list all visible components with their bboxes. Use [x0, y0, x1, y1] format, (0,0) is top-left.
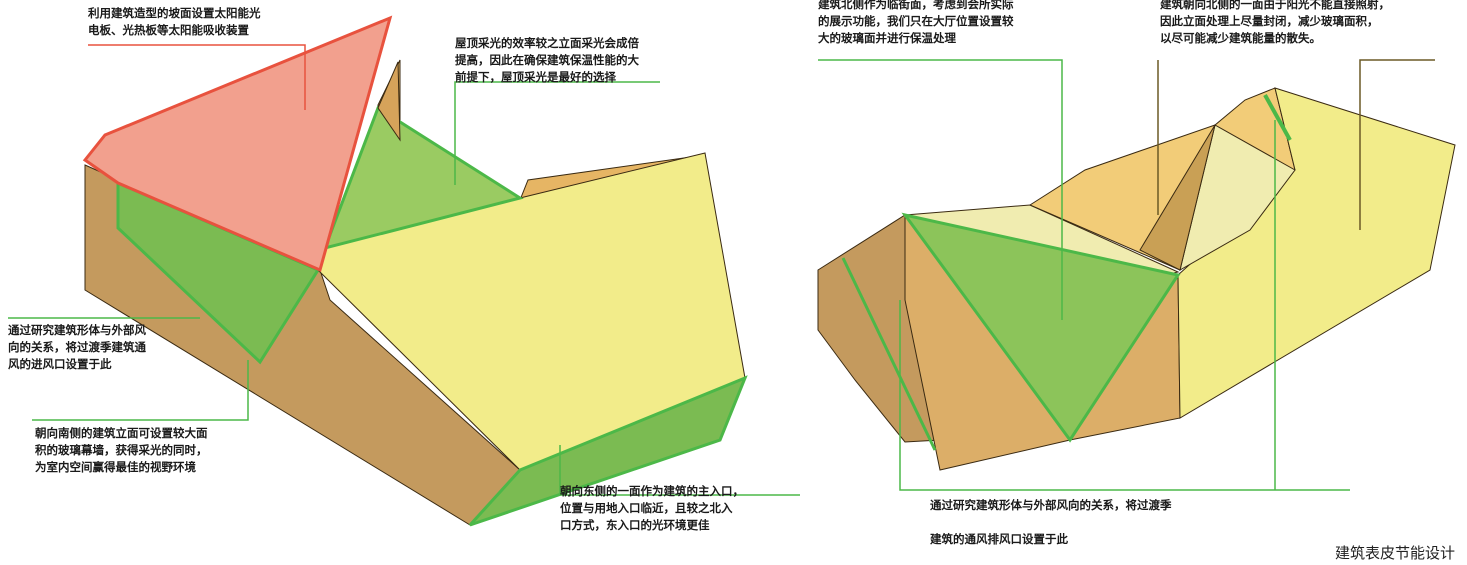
figure-caption: 建筑表皮节能设计 [1334, 544, 1455, 562]
right-building-model [817, 87, 1456, 471]
right-hall-glass-triangle [901, 212, 1181, 443]
leader-ventilation-out [899, 300, 1350, 491]
note-ventilation-inlet: 通过研究建筑形体与外部风 向的关系，将过渡季建筑通 风的进风口设置于此 [8, 323, 146, 371]
leader-north-sealed [1359, 59, 1435, 230]
right-vent-strip-roof [1263, 94, 1292, 141]
right-leader-lines [818, 59, 1435, 491]
left-roof-skylight [322, 105, 524, 251]
left-east-entrance-face [468, 375, 748, 527]
leader-south-facade [32, 360, 249, 421]
leader-east-entrance [559, 445, 800, 496]
note-east-entrance: 朝向东侧的一面作为建筑的主入口， 位置与用地入口临近，且较之北入 口方式，东入口… [560, 484, 744, 532]
left-leader-lines [8, 44, 800, 496]
note-solar-panels: 利用建筑造型的坡面设置太阳能光 电板、光热板等太阳能吸收装置 [88, 6, 261, 37]
leader-north-street [818, 59, 1063, 320]
leader-solar [88, 44, 306, 110]
note-north-street-facade: 建筑北侧作为临街面，考虑到会所实际 的展示功能，我们只在大厅位置设置较 大的玻璃… [818, 0, 1014, 45]
right-skylight-pyramid-shade [1139, 124, 1216, 271]
left-building-model [82, 15, 748, 527]
left-solar-panel-slope [82, 15, 393, 273]
leader-roof-light [454, 81, 660, 185]
note-roof-skylight: 屋顶采光的效率较之立面采光会成倍 提高，因此在确保建筑保温性能的大 前提下，屋顶… [455, 36, 639, 84]
note-south-facade: 朝向南侧的建筑立面可设置较大面 积的玻璃幕墙，获得采光的同时， 为室内空间赢得最… [35, 426, 208, 474]
right-vent-strip-west [841, 257, 937, 451]
left-roof-sliver [377, 61, 401, 142]
note-north-sealed-facade: 建筑朝向北侧的一面由于阳光不能直接照射， 因此立面处理上尽量封闭，减少玻璃面积，… [1160, 0, 1390, 45]
note-ventilation-outlet: 通过研究建筑形体与外部风向的关系，将过渡季 建筑的通风排风口设置于此 [930, 498, 1172, 546]
